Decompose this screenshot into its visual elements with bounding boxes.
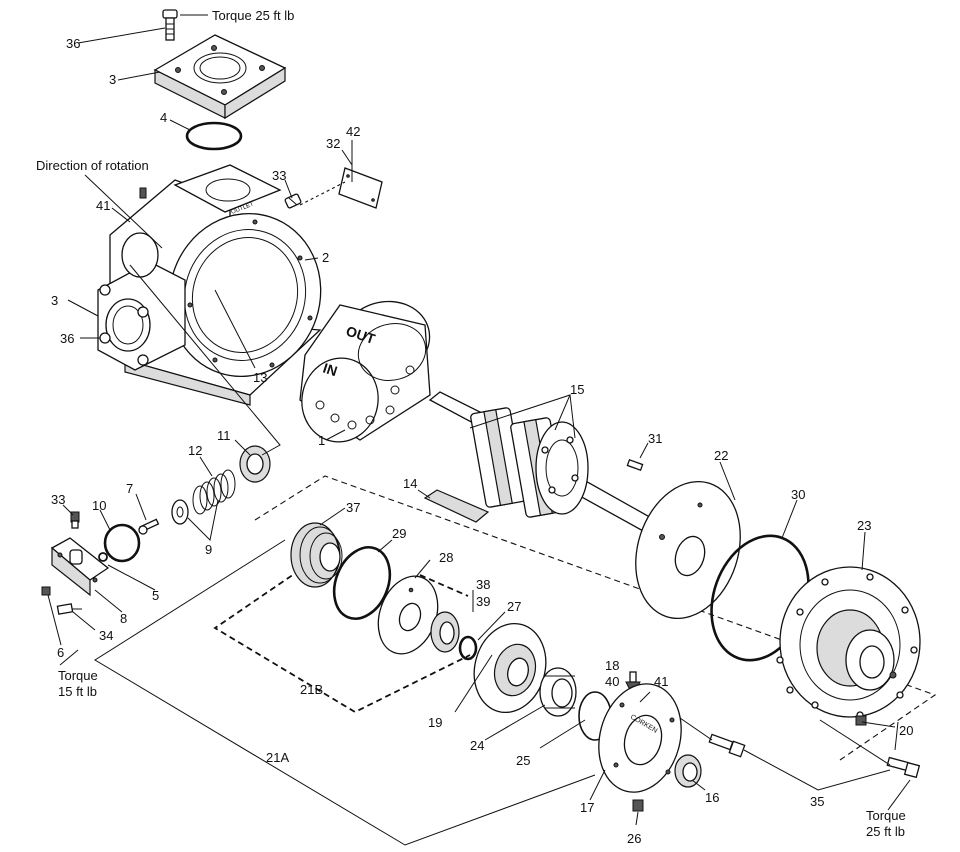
torque-note-top: Torque 25 ft lb (212, 8, 294, 23)
o-ring-4 (185, 121, 243, 151)
callout-27: 27 (507, 599, 521, 614)
screw-7 (138, 518, 160, 535)
bolt-34 (56, 603, 82, 615)
torque-note-right-line2: 25 ft lb (866, 824, 905, 839)
callout-16: 16 (705, 790, 719, 805)
liner-in-text: IN (321, 360, 339, 380)
torque-note-left-line2: 15 ft lb (58, 684, 97, 699)
pump-head-23 (776, 566, 921, 719)
callout-8: 8 (120, 611, 127, 626)
callout-26: 26 (627, 831, 641, 846)
kit-21a-outline (94, 475, 937, 846)
callout-9: 9 (205, 542, 212, 557)
bearing-cover-17: CORKEN (598, 683, 682, 793)
callout-1: 1 (318, 433, 325, 448)
plug-26 (632, 799, 644, 812)
callout-41-top: 41 (96, 198, 110, 213)
plug-20 (855, 715, 867, 726)
callout-5: 5 (152, 588, 159, 603)
callout-15: 15 (570, 382, 584, 397)
callout-33-left: 33 (51, 492, 65, 507)
kit-21b-outline (213, 569, 471, 714)
o-ring-29 (332, 546, 392, 620)
callout-11: 11 (217, 428, 231, 443)
nameplate-32 (299, 167, 383, 209)
plug-6 (41, 586, 51, 596)
callout-41-lower: 41 (654, 674, 668, 689)
callout-13: 13 (253, 370, 267, 385)
callout-32: 32 (326, 136, 340, 151)
callout-24: 24 (470, 738, 484, 753)
callout-4: 4 (160, 110, 167, 125)
callout-18: 18 (605, 658, 619, 673)
callout-35: 35 (810, 794, 824, 809)
callout-29: 29 (392, 526, 406, 541)
callout-40: 40 (605, 674, 619, 689)
callout-31: 31 (648, 431, 662, 446)
callout-34: 34 (99, 628, 113, 643)
bolt-35-left (708, 733, 746, 758)
liner-1: OUT IN (299, 300, 431, 443)
callout-21b: 21B (300, 682, 323, 697)
torque-note-left-line1: Torque (58, 668, 98, 683)
callout-21a: 21A (266, 750, 289, 765)
spring-12 (192, 469, 236, 515)
key-31 (626, 458, 644, 472)
o-ring-27 (458, 635, 478, 661)
callout-17: 17 (580, 800, 594, 815)
callout-3-left: 3 (51, 293, 58, 308)
callout-39: 39 (476, 594, 490, 609)
leader-lines (47, 14, 911, 826)
cap-19 (473, 622, 547, 714)
callout-3-top: 3 (109, 72, 116, 87)
vane-14 (423, 489, 490, 523)
callout-12: 12 (188, 443, 202, 458)
valve-cover-8 (50, 537, 110, 597)
torque-note-right-line1: Torque (866, 808, 906, 823)
pump-housing-2: OUTLET (97, 164, 322, 406)
callout-36-left: 36 (60, 331, 74, 346)
lip-seal-16 (674, 754, 702, 788)
callout-33-top: 33 (272, 168, 286, 183)
seal-seat-28 (377, 575, 439, 655)
callout-30: 30 (791, 487, 805, 502)
bolt-35-right (886, 756, 921, 779)
callout-7: 7 (126, 481, 133, 496)
callout-42: 42 (346, 124, 360, 139)
relief-valve-parts (138, 445, 271, 535)
rotor-shaft-15 (428, 391, 656, 533)
flange-3-top (153, 34, 287, 120)
seal-ring-38 (430, 611, 460, 653)
direction-of-rotation-label: Direction of rotation (36, 158, 149, 173)
callout-28: 28 (439, 550, 453, 565)
screw-33-lower (70, 511, 80, 529)
part-callouts: 36 3 4 42 32 33 41 2 3 36 13 1 15 11 12 … (51, 36, 913, 846)
callout-6: 6 (57, 645, 64, 660)
callout-23: 23 (857, 518, 871, 533)
callout-38: 38 (476, 577, 490, 592)
end-disc-22 (635, 481, 741, 619)
callout-37: 37 (346, 500, 360, 515)
o-ring-5 (98, 552, 108, 562)
mechanical-seal-37 (290, 522, 343, 588)
screw-33-top (284, 193, 302, 209)
callout-20: 20 (899, 723, 913, 738)
callout-25: 25 (516, 753, 530, 768)
callout-22: 22 (714, 448, 728, 463)
callout-10: 10 (92, 498, 106, 513)
callout-19: 19 (428, 715, 442, 730)
bearing-24 (539, 667, 577, 717)
bolt-36-top (162, 9, 178, 41)
callout-14: 14 (403, 476, 417, 491)
o-ring-10 (103, 523, 141, 563)
callout-2: 2 (322, 250, 329, 265)
callout-36-top: 36 (66, 36, 80, 51)
